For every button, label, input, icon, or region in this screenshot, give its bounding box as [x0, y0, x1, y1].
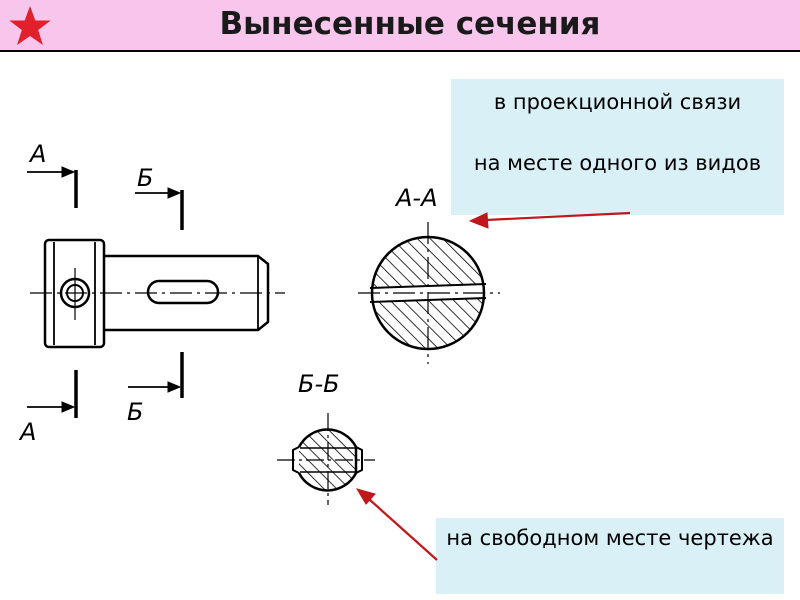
arrow-to-bb — [355, 488, 376, 505]
label-section-bb: Б-Б — [298, 370, 340, 398]
keyway-slot — [146, 279, 220, 305]
note-in-view-text: на месте одного из видов — [473, 151, 762, 175]
label-b-bottom: Б — [127, 398, 143, 426]
note-projection-text: в проекционной связи — [493, 90, 742, 114]
note-free-place: на свободном месте чертежа — [436, 518, 784, 594]
note-free-place-text: на свободном месте чертежа — [446, 526, 774, 550]
section-aa — [358, 222, 500, 364]
label-a-top: А — [28, 140, 46, 168]
cut-markers — [27, 166, 184, 418]
note-projection: в проекционной связи на месте одного из … — [451, 79, 784, 215]
arrow-to-aa — [468, 212, 489, 229]
section-bb — [277, 413, 375, 505]
label-b-top: Б — [137, 164, 153, 192]
star-icon — [9, 6, 51, 45]
title-bar: Вынесенные сечения — [0, 0, 800, 52]
label-a-bottom: А — [18, 418, 36, 446]
pointer-arrows — [355, 211, 631, 561]
label-section-aa: А-А — [394, 184, 438, 212]
page-title: Вынесенные сечения — [219, 6, 601, 42]
shaft-axes — [30, 268, 285, 320]
